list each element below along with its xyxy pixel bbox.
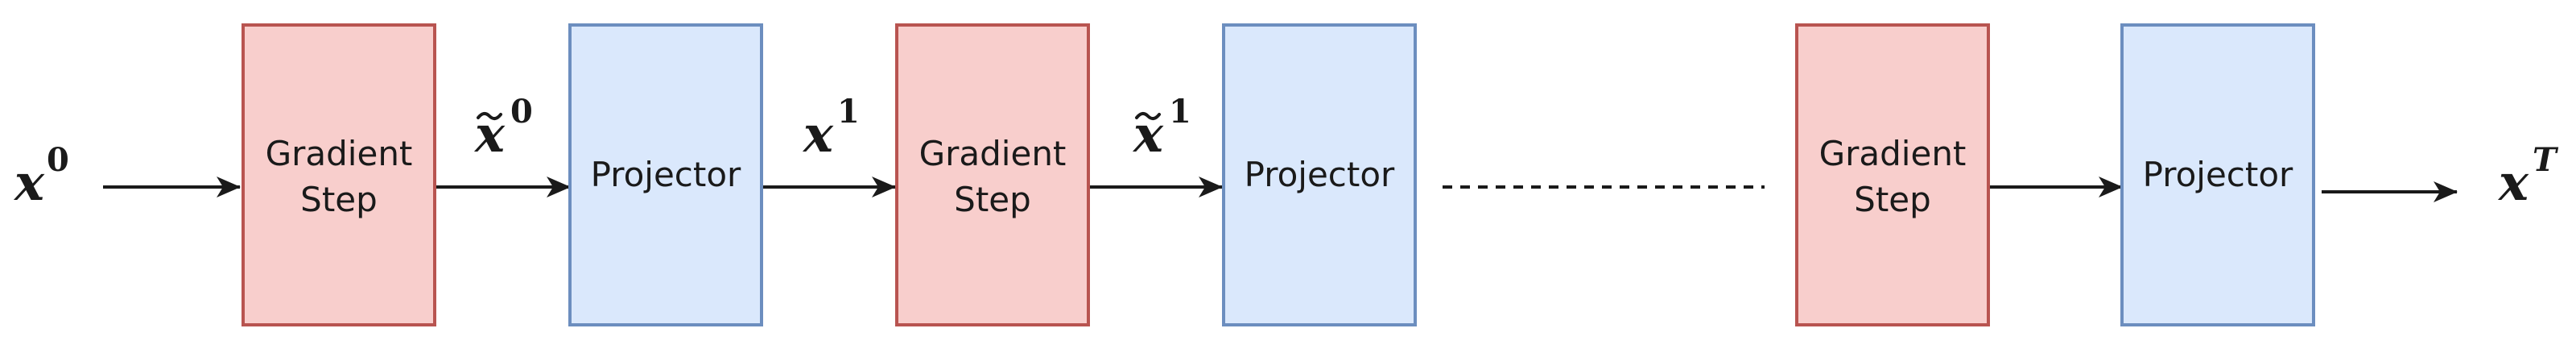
variable-base: x xyxy=(802,105,834,164)
variable-superscript: 0 xyxy=(47,141,69,179)
tilde-accent xyxy=(1135,112,1161,120)
projector-node-3: Projector xyxy=(2120,23,2315,326)
tilde-accent xyxy=(477,112,502,120)
gradient-step-label-line2: Step xyxy=(1854,180,1931,219)
variable-x0: x 0 xyxy=(13,141,69,212)
projector-label: Projector xyxy=(2143,155,2293,194)
gradient-step-node-1: Gradient Step xyxy=(242,23,436,326)
projector-node-2: Projector xyxy=(1222,23,1417,326)
gradient-step-label-line2: Step xyxy=(954,180,1031,219)
variable-superscript: 1 xyxy=(837,93,860,131)
gradient-step-box-2 xyxy=(895,23,1090,326)
gradient-step-label-line1: Gradient xyxy=(1819,134,1967,173)
projector-label: Projector xyxy=(591,155,741,194)
projector-label: Projector xyxy=(1245,155,1395,194)
gradient-step-node-2: Gradient Step xyxy=(895,23,1090,326)
variable-base: x xyxy=(13,153,45,212)
variable-x1: x 1 xyxy=(802,93,860,164)
variable-xT: x T xyxy=(2497,141,2559,212)
gradient-step-box-3 xyxy=(1795,23,1990,326)
variable-x-tilde-1: x 1 xyxy=(1132,93,1191,164)
variable-superscript: 1 xyxy=(1169,93,1191,131)
gradient-step-label-line2: Step xyxy=(300,180,378,219)
variable-superscript: T xyxy=(2533,141,2559,179)
variable-x-tilde-0: x 0 xyxy=(473,93,533,164)
projector-box-1 xyxy=(568,23,763,326)
gradient-step-box-1 xyxy=(242,23,436,326)
gradient-step-label-line1: Gradient xyxy=(266,134,413,173)
gradient-step-label-line1: Gradient xyxy=(919,134,1067,173)
variable-base: x xyxy=(2497,153,2529,212)
projector-node-1: Projector xyxy=(568,23,763,326)
projector-box-2 xyxy=(1222,23,1417,326)
gradient-step-node-3: Gradient Step xyxy=(1795,23,1990,326)
projector-box-3 xyxy=(2120,23,2315,326)
variable-superscript: 0 xyxy=(510,93,533,131)
